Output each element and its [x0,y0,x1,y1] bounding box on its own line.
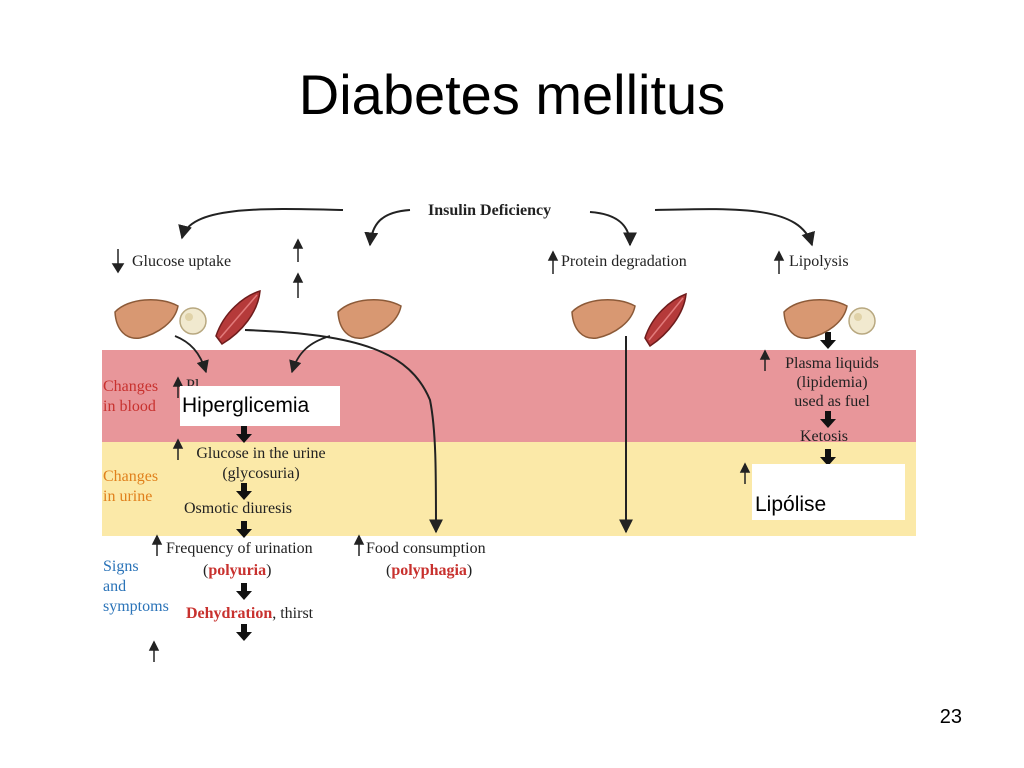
fat-cell-icon [848,307,876,335]
protein-degradation-label: Protein degradation [561,253,687,270]
food-consumption-label: Food consumption [366,540,486,557]
polyuria-label: (polyuria) [203,562,272,579]
page-number: 23 [939,706,962,728]
liver-icon [571,299,636,339]
polyphagia-term: polyphagia [391,562,467,579]
arrow-to-glucose-uptake [178,208,344,240]
fat-cell-icon [179,307,207,335]
glucose-urine-label: Glucose in the urine (glycosuria) [196,445,326,482]
liver-icon [114,299,179,339]
arrow-liver2-to-blood [289,335,331,374]
lipolysis-label: Lipolysis [789,253,849,270]
muscle-icon [215,289,261,345]
osmotic-diuresis-label: Osmotic diuresis [184,500,292,517]
hyperglycemia-box: Hiperglicemia [180,386,340,426]
thirst-term: , thirst [272,605,314,622]
zone-label-urine: Changes in urine [103,468,159,505]
frequency-urination-label: Frequency of urination [166,540,313,557]
arrow-muscle-to-food [244,329,443,534]
dehydration-label: Dehydration, thirst [186,605,313,623]
polyuria-term: polyuria [208,562,267,579]
liver-icon [783,299,848,339]
zone-label-blood: Changes in blood [103,378,159,415]
insulin-deficiency-label: Insulin Deficiency [428,202,552,219]
arrow-to-lipolysis [654,208,815,247]
liver-icon [337,299,402,339]
slide-title: Diabetes mellitus [298,63,726,126]
arrow-to-liver [364,209,411,247]
muscle-icon [644,292,687,348]
arrow-to-protein [589,211,637,247]
arrow-liver-to-blood [174,335,209,374]
plasma-liquids-label: Plasma liquids (lipidemia) used as fuel [785,355,879,410]
dehydration-term: Dehydration [186,605,273,622]
zone-label-signs: Signs and symptoms [103,558,169,615]
lipolysis-box: Lipólise [752,464,905,520]
glucose-uptake-label: Glucose uptake [132,253,232,270]
polyphagia-label: (polyphagia) [386,562,473,579]
ketosis-label: Ketosis [800,428,848,445]
